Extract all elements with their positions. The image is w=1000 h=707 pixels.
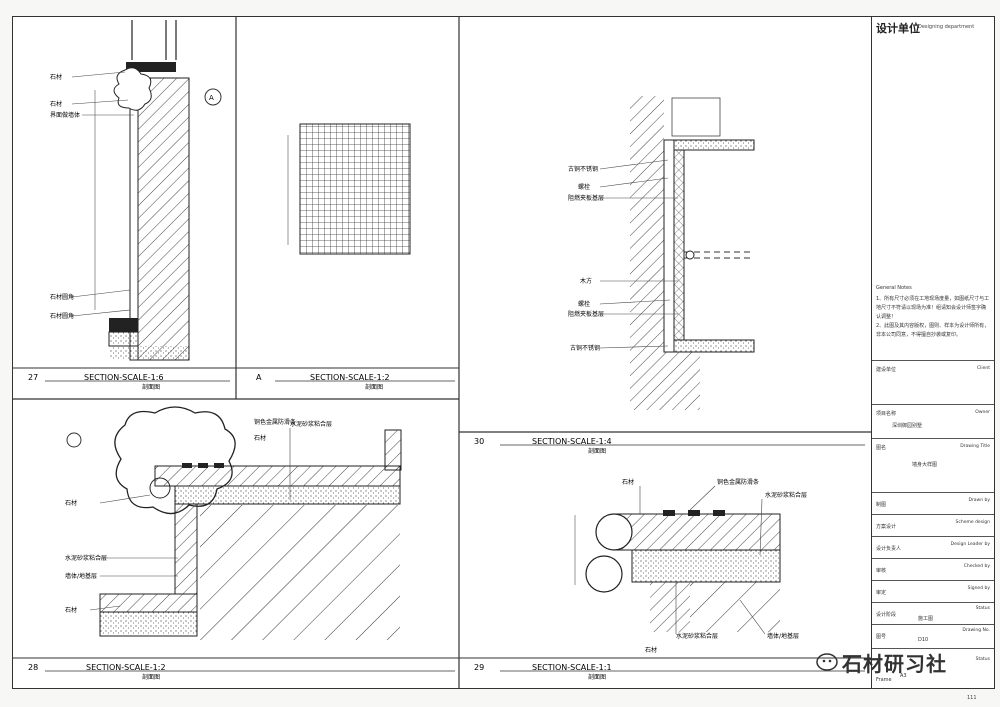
p29-label-2: 石材 — [622, 478, 634, 486]
p30-label-1: 古铜不锈钢 — [568, 165, 598, 173]
p30-label-4: 木方 — [580, 277, 592, 285]
general-notes: General Notes 1、所有尺寸必须在工地现场度量，如图纸尺寸与工地尺寸… — [876, 284, 990, 340]
p30-subtitle: 剖面图 — [588, 447, 606, 455]
title-block: 设计单位 Designing department General Notes … — [871, 16, 995, 689]
detail-29 — [574, 510, 781, 632]
p28-label-5: 水泥砂浆粘合层 — [65, 554, 107, 562]
tb-row-scheme: 方案设计 Scheme design — [872, 514, 994, 537]
p30-label-3: 阻燃夹板基层 — [568, 194, 604, 202]
detail-a-mesh — [299, 123, 411, 255]
watermark-text: 石材研习社 — [842, 652, 947, 676]
p28-label-4: 石材 — [65, 499, 77, 507]
tb-row-client: 建设单位 Client — [872, 360, 994, 405]
tb-row-signed: 审定 Signed by — [872, 580, 994, 603]
p30-number: 30 — [474, 437, 484, 446]
p28-label-1: 铜色金属防滑条 — [254, 418, 296, 426]
p28-number: 28 — [28, 663, 38, 672]
p28-title: SECTION-SCALE-1:2 — [86, 663, 166, 672]
design-unit-en: Designing department — [918, 24, 975, 30]
p29-title: SECTION-SCALE-1:1 — [532, 663, 612, 672]
note-2: 2、此图及其内容版权，图则、样本为设计师所有，非本公司同意，不得擅自抄袭或复印。 — [876, 323, 990, 338]
p30-label-6: 阻燃夹板基层 — [568, 310, 604, 318]
detail-30 — [630, 96, 755, 410]
p30-title: SECTION-SCALE-1:4 — [532, 437, 612, 446]
p27-label-2: 石材 — [50, 100, 62, 108]
p28-label-2: 石材 — [254, 434, 266, 442]
p28-label-7: 石材 — [65, 606, 77, 614]
tb-row-drawing-title: 图名 Drawing Title 墙身大样图 — [872, 438, 994, 493]
p27-subtitle: 剖面图 — [142, 383, 160, 391]
design-unit-title: 设计单位 — [876, 22, 920, 35]
p27-title: SECTION-SCALE-1:6 — [84, 373, 164, 382]
tb-row-status: 设计阶段 Status 施工图 — [872, 602, 994, 625]
frame-value: A3 — [900, 673, 907, 679]
p28-label-6: 墙体/地基层 — [65, 572, 97, 580]
tb-row-drawn-by: 制图 Drawn by — [872, 492, 994, 515]
tb-row-checked: 审核 Checked by — [872, 558, 994, 581]
tb-row-project: 项目名称 Owner 深圳御园别墅 — [872, 404, 994, 439]
p29-label-5: 墙体/地基层 — [767, 632, 799, 640]
p29-label-6: 石材 — [645, 646, 657, 654]
p30-label-2: 螺栓 — [578, 183, 590, 191]
wechat-icon — [816, 653, 838, 671]
pA-title: SECTION-SCALE-1:2 — [310, 373, 390, 382]
notes-title: General Notes — [876, 285, 912, 291]
p30-label-7: 古铜不锈钢 — [570, 344, 600, 352]
tb-row-leader: 设计负责人 Design Leader by — [872, 536, 994, 559]
note-1: 1、所有尺寸必须在工地现场度量，如图纸尺寸与工地尺寸不符请以现场为准！组请知会设… — [876, 296, 990, 320]
tb-row-drawing-no: 图号 Drawing No. D10 — [872, 624, 994, 649]
pA-subtitle: 剖面图 — [365, 383, 383, 391]
detail-28 — [66, 406, 402, 640]
p27-label-5: 石材圆角 — [50, 312, 74, 320]
p29-number: 29 — [474, 663, 484, 672]
p28-label-3: 水泥砂浆粘合层 — [290, 420, 332, 428]
frame-label: Frame — [876, 677, 892, 683]
svg-text:A: A — [209, 94, 214, 102]
p29-label-1: 铜色金属防滑条 — [717, 478, 759, 486]
p29-label-3: 水泥砂浆粘合层 — [765, 491, 807, 499]
p27-label-3: 界面做墙体 — [50, 111, 80, 119]
p29-subtitle: 剖面图 — [588, 673, 606, 681]
pA-number: A — [256, 373, 262, 382]
p29-label-4: 水泥砂浆粘合层 — [676, 632, 718, 640]
detail-27: A — [94, 20, 222, 361]
p30-label-5: 螺栓 — [578, 300, 590, 308]
p27-label-4: 石材圆角 — [50, 293, 74, 301]
p27-number: 27 — [28, 373, 38, 382]
p28-subtitle: 剖面图 — [142, 673, 160, 681]
p27-label-1: 石材 — [50, 73, 62, 81]
tb-row-frame: Status Frame A3 — [872, 648, 994, 690]
page-number: 111 — [967, 695, 977, 701]
